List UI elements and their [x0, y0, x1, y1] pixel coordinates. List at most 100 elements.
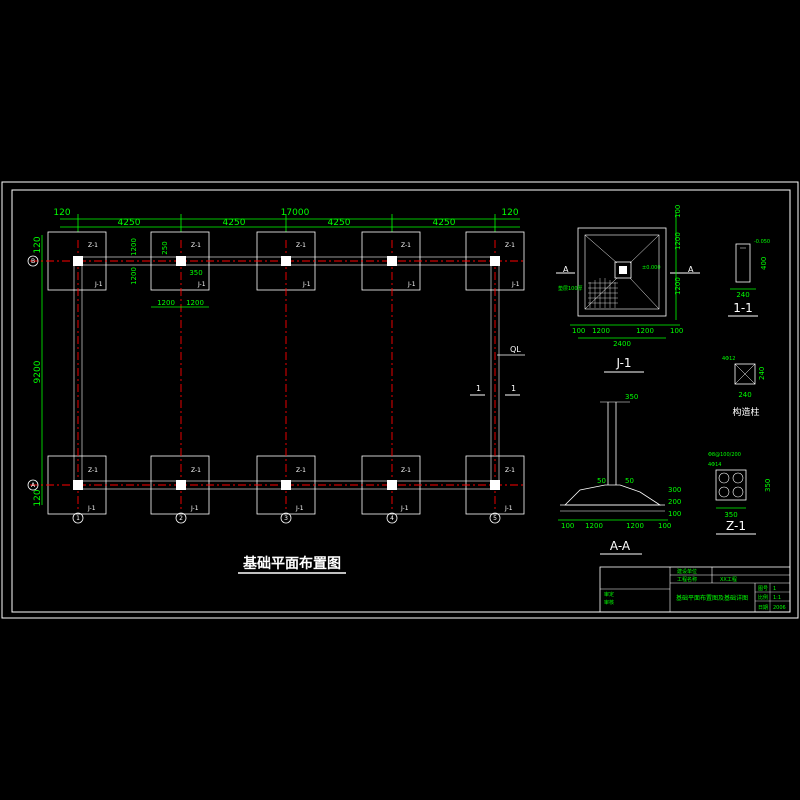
- axis-bubble-1: [72, 512, 84, 524]
- column-A2: [176, 480, 186, 490]
- tb-sheet: 1: [773, 586, 776, 592]
- inner-frame: [11, 189, 791, 613]
- col-label-A5: Z-1: [505, 467, 515, 474]
- col-label-A2: Z-1: [191, 467, 201, 474]
- aa-dim-side-2: 50: [625, 477, 634, 485]
- aa-level-1: 300: [668, 486, 681, 494]
- edge-dim-right: 120: [501, 208, 518, 218]
- tb-meta-3: 日期: [758, 605, 768, 611]
- columns: [73, 256, 500, 490]
- axis-bubble-4: [386, 512, 398, 524]
- ftg-label-B1: J-1: [94, 281, 103, 288]
- axis-label-A: A: [31, 482, 36, 489]
- aa-level-3: 100: [668, 510, 681, 518]
- svg-text:350: 350: [189, 269, 202, 277]
- j1-section-left: A: [563, 265, 569, 274]
- j1-rdim-3: 1200: [674, 277, 682, 295]
- axis-bubble-A: [27, 479, 39, 491]
- col-label-B3: Z-1: [296, 242, 306, 249]
- drawing-title: 基础平面布置图: [243, 555, 341, 572]
- gzz-note: 4Φ12: [722, 356, 735, 362]
- bay-dim-2: 4250: [223, 218, 246, 228]
- column-B3: [281, 256, 291, 266]
- col-label-B1: Z-1: [88, 242, 98, 249]
- j1-rebar-mesh: [588, 278, 618, 308]
- j1-rdim-2: 1200: [674, 232, 682, 250]
- z1-dim-h: 350: [764, 479, 772, 492]
- col-label-A1: Z-1: [88, 467, 98, 474]
- axis-lines: [30, 240, 525, 510]
- axis-bubble-B: [27, 255, 39, 267]
- col-label-B2: Z-1: [191, 242, 201, 249]
- tb-row1-a: 建设单位: [677, 568, 697, 575]
- detail-gzz: 4Φ12 240 240 构造柱: [722, 356, 766, 418]
- ftg-label-A1: J-1: [87, 505, 96, 512]
- aa-level-2: 200: [668, 498, 681, 506]
- axis-label-3: 3: [284, 515, 288, 522]
- gzz-title: 构造柱: [732, 406, 759, 418]
- axis-bubbles: B A 1 2 3 4 5: [27, 255, 501, 524]
- j1-dim-2: 1200: [592, 327, 610, 335]
- labels-row-A: Z-1 Z-1 Z-1 Z-1 Z-1 J-1 J-1 J-1 J-1 J-1: [87, 467, 515, 512]
- ftg-label-A3: J-1: [295, 505, 304, 512]
- detail-aa: 350 50 50 300 200 100 100 1200 1200 100 …: [558, 393, 681, 555]
- tb-project: XX工程: [720, 576, 737, 583]
- j1-note-right: ±0.000: [642, 265, 661, 271]
- column-A1: [73, 480, 83, 490]
- ql-label: QL: [510, 345, 521, 354]
- column-B5: [490, 256, 500, 266]
- ftg-label-B3: J-1: [302, 281, 311, 288]
- ftg-label-B4: J-1: [407, 281, 416, 288]
- col-label-B4: Z-1: [401, 242, 411, 249]
- aa-dim-3: 1200: [626, 522, 644, 530]
- title-block: 建设单位 工程名称 XX工程 基础平面布置图及基础详图 审定 审核 图号 比例 …: [599, 566, 791, 613]
- column-A3: [281, 480, 291, 490]
- j1-dim-4: 100: [670, 327, 683, 335]
- j1-total: 2400: [613, 340, 631, 348]
- gzz-dim-b: 240: [738, 391, 751, 399]
- svg-text:1200: 1200: [130, 238, 138, 256]
- j1-diagonals: [584, 234, 660, 310]
- ftg-label-B5: J-1: [511, 281, 520, 288]
- svg-text:1: 1: [476, 384, 481, 393]
- tb-row1-b: 工程名称: [677, 576, 697, 583]
- col-label-A4: Z-1: [401, 467, 411, 474]
- edge-dim-top: 120: [33, 236, 43, 253]
- tb-meta-1: 图号: [758, 586, 768, 592]
- axis-bubble-5: [489, 512, 501, 524]
- ftg-label-A5: J-1: [504, 505, 513, 512]
- foundation-plan: 17000 120 120 4250 4250 4250 4250 9200 1…: [27, 208, 525, 574]
- tb-drawing-name: 基础平面布置图及基础详图: [676, 594, 748, 602]
- aa-dim-top: 350: [625, 393, 638, 401]
- col-label-A3: Z-1: [296, 467, 306, 474]
- axis-label-1: 1: [76, 515, 80, 522]
- d11-title: 1-1: [733, 301, 753, 315]
- bay-dim-3: 4250: [328, 218, 351, 228]
- aa-dim-1: 100: [561, 522, 574, 530]
- gzz-dim-a: 240: [758, 367, 766, 380]
- j1-column-core: [619, 266, 627, 274]
- edge-dim-left: 120: [53, 208, 70, 218]
- edge-dim-bottom: 120: [33, 489, 43, 506]
- ground-beam: [73, 256, 500, 490]
- d11-note: -0.050: [754, 239, 770, 245]
- bay-dim-4: 4250: [433, 218, 456, 228]
- z1-note: 4Φ14: [708, 462, 721, 468]
- d11-dim-h: 400: [760, 257, 768, 270]
- tb-sign-1: 审定: [604, 591, 614, 598]
- top-dim-ticks: [77, 214, 496, 232]
- depth-dim: 9200: [33, 360, 43, 383]
- bay-dim-1: 4250: [118, 218, 141, 228]
- d11-dim-w: 240: [736, 291, 749, 299]
- ftg-label-A2: J-1: [190, 505, 199, 512]
- j1-rdim-1: 100: [674, 205, 682, 218]
- column-B4: [387, 256, 397, 266]
- column-A5: [490, 480, 500, 490]
- axis-label-4: 4: [390, 515, 394, 522]
- svg-text:1200: 1200: [130, 267, 138, 285]
- j1-dim-3: 1200: [636, 327, 654, 335]
- total-width-dim: 17000: [281, 208, 310, 218]
- detail-z1: Φ8@100/200 4Φ14 350 350 Z-1: [708, 452, 772, 535]
- axis-label-5: 5: [493, 515, 497, 522]
